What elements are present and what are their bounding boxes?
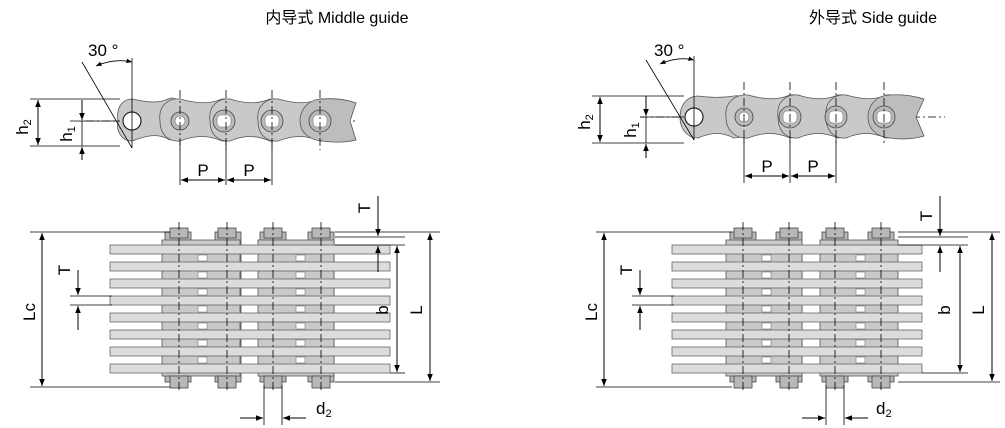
middle-guide-title: 内导式 Middle guide xyxy=(265,9,408,27)
side-t-top-label: T xyxy=(917,211,936,221)
side-lc-label: Lc xyxy=(582,303,601,321)
middle-pitch-2: P xyxy=(243,161,254,180)
side-l-label: L xyxy=(969,305,988,314)
side-guide-diagram: 外导式 Side guide 30 ° xyxy=(575,9,1000,425)
side-h2-label: h2 xyxy=(575,114,596,130)
middle-l-label: L xyxy=(407,305,426,314)
middle-b-label: b xyxy=(373,305,392,314)
side-guide-title: 外导式 Side guide xyxy=(809,9,937,27)
side-angle-label: 30 ° xyxy=(654,41,684,60)
middle-guide-top-view: Lc T T b L xyxy=(20,196,440,425)
side-pitch-2: P xyxy=(807,157,818,176)
side-windows xyxy=(761,254,866,364)
side-slats xyxy=(671,244,923,374)
middle-d2-label: d2 xyxy=(316,399,332,420)
side-pitch-1: P xyxy=(761,157,772,176)
middle-guide-side-view: 30 ° h2 h1 P P xyxy=(13,41,358,185)
side-h1-label: h1 xyxy=(621,122,642,138)
side-d2-label: d2 xyxy=(876,399,892,420)
middle-pitch-1: P xyxy=(197,161,208,180)
side-guide-top-view: Lc T T b L d2 xyxy=(582,196,1000,425)
middle-windows xyxy=(197,254,306,364)
middle-t-top-label: T xyxy=(355,203,374,213)
middle-slats xyxy=(109,244,391,374)
middle-h1-label: h1 xyxy=(57,126,78,142)
middle-angle-label: 30 ° xyxy=(88,41,118,60)
middle-t-left-label: T xyxy=(55,265,74,275)
side-b-label: b xyxy=(935,305,954,314)
side-guide-side-view: 30 ° h2 h1 P P xyxy=(575,41,945,183)
middle-h2-label: h2 xyxy=(13,119,34,135)
middle-guide-diagram: 内导式 Middle guide xyxy=(13,9,440,425)
middle-lc-label: Lc xyxy=(20,303,39,321)
side-t-left-label: T xyxy=(617,265,636,275)
